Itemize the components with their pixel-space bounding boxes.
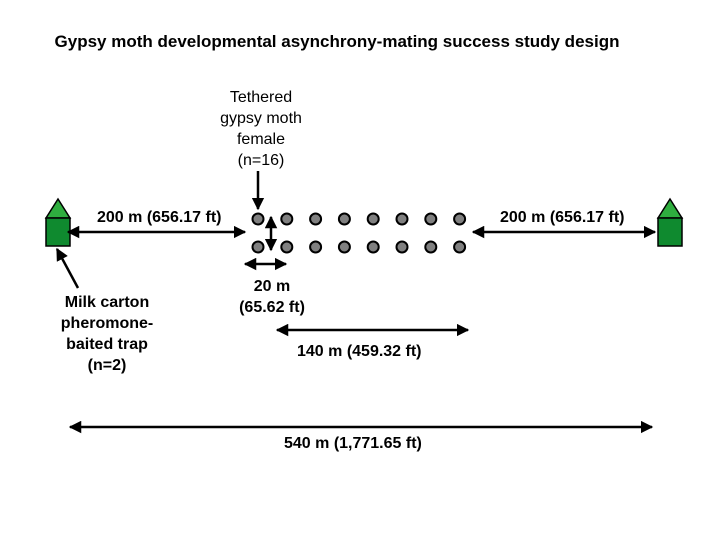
tethered-female-line-2: gypsy moth (220, 110, 302, 127)
right-trap-icon (656, 197, 684, 247)
tethered-female-dot (309, 240, 323, 254)
tethered-female-line-1: Tethered (229, 89, 293, 106)
tethered-female-dot (453, 240, 467, 254)
tethered-female-dot (280, 240, 294, 254)
right-distance-label: 200 m (656.17 ft) (500, 209, 625, 226)
tethered-female-dot (366, 240, 380, 254)
tethered-female-dot (395, 212, 409, 226)
tethered-female-line-3: female (236, 131, 286, 148)
tethered-female-dot (309, 212, 323, 226)
tethered-female-grid (251, 212, 467, 254)
trap-line-3: baited trap (66, 336, 148, 353)
row-length-label: 140 m (459.32 ft) (297, 343, 422, 360)
tethered-female-dot (453, 212, 467, 226)
spacing-line-1: 20 m (253, 278, 291, 295)
tethered-female-dot (251, 240, 265, 254)
tethered-female-dot (251, 212, 265, 226)
tethered-female-dot (337, 240, 351, 254)
trap-line-1: Milk carton (64, 294, 150, 311)
spacing-label: 20 m (65.62 ft) (222, 276, 322, 318)
tethered-female-dot (337, 212, 351, 226)
trap-line-4: (n=2) (87, 357, 127, 374)
spacing-line-2: (65.62 ft) (239, 299, 305, 316)
trap-line-2: pheromone- (60, 315, 154, 332)
tethered-female-line-4: (n=16) (237, 152, 285, 169)
total-length-label: 540 m (1,771.65 ft) (284, 435, 422, 452)
tethered-female-dot (280, 212, 294, 226)
tethered-female-dot (424, 240, 438, 254)
left-distance-label: 200 m (656.17 ft) (97, 209, 222, 226)
trap-label: Milk carton pheromone- baited trap (n=2) (42, 292, 172, 376)
tethered-female-dot (424, 212, 438, 226)
tethered-female-dot (395, 240, 409, 254)
left-trap-icon (44, 197, 72, 247)
tethered-female-label: Tethered gypsy moth female (n=16) (196, 87, 326, 171)
tethered-female-dot (366, 212, 380, 226)
trap-pointer-arrow (55, 247, 80, 289)
diagram-title: Gypsy moth developmental asynchrony-mati… (54, 32, 620, 51)
